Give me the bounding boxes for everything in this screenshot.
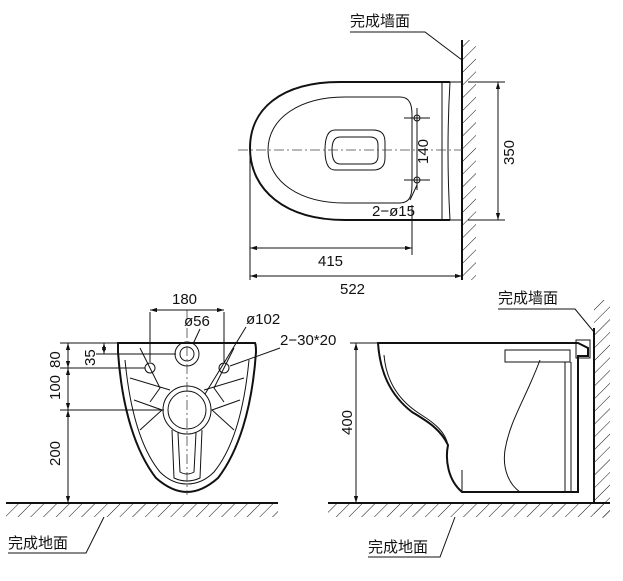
top-dim-522: 522 xyxy=(340,281,365,298)
top-bowl-inner xyxy=(267,96,413,204)
front-floor-hatch xyxy=(6,503,278,517)
front-dim-200: 200 xyxy=(47,441,64,466)
top-drain xyxy=(324,129,386,171)
front-dim-100: 100 xyxy=(47,375,64,400)
front-dim-102: ø102 xyxy=(246,311,280,328)
top-back-plate xyxy=(441,81,463,221)
top-wall-hatch xyxy=(462,40,476,280)
side-wall-hatch xyxy=(594,300,610,518)
side-wall-label: 完成墙面 xyxy=(498,290,558,307)
top-dim-415: 415 xyxy=(318,253,343,270)
front-dim-180: 180 xyxy=(172,291,197,308)
side-floor-label: 完成地面 xyxy=(368,539,428,556)
top-bolt-holes xyxy=(404,108,430,190)
side-trap xyxy=(503,359,541,493)
top-dim-140: 140 xyxy=(415,139,432,164)
top-dim-350: 350 xyxy=(501,140,518,165)
front-dim-56: ø56 xyxy=(184,313,210,330)
front-view: 完成地面 180 ø56 ø102 xyxy=(6,291,336,554)
side-view: 完成墙面 完成地面 400 xyxy=(328,290,610,558)
front-dim-slots: 2−30*20 xyxy=(280,332,336,349)
front-dim-35: 35 xyxy=(82,349,99,366)
top-bowl-outer xyxy=(248,81,450,221)
side-floor-hatch xyxy=(328,503,610,517)
top-dim-holes: 2−ø15 xyxy=(372,203,415,220)
side-dim-400: 400 xyxy=(339,410,356,435)
side-bowl-outline xyxy=(376,342,589,493)
top-wall-label: 完成墙面 xyxy=(350,13,410,30)
front-floor-label: 完成地面 xyxy=(8,535,68,552)
top-view: 完成墙面 140 2−ø15 350 41 xyxy=(238,13,518,298)
front-dim-80: 80 xyxy=(47,351,64,368)
